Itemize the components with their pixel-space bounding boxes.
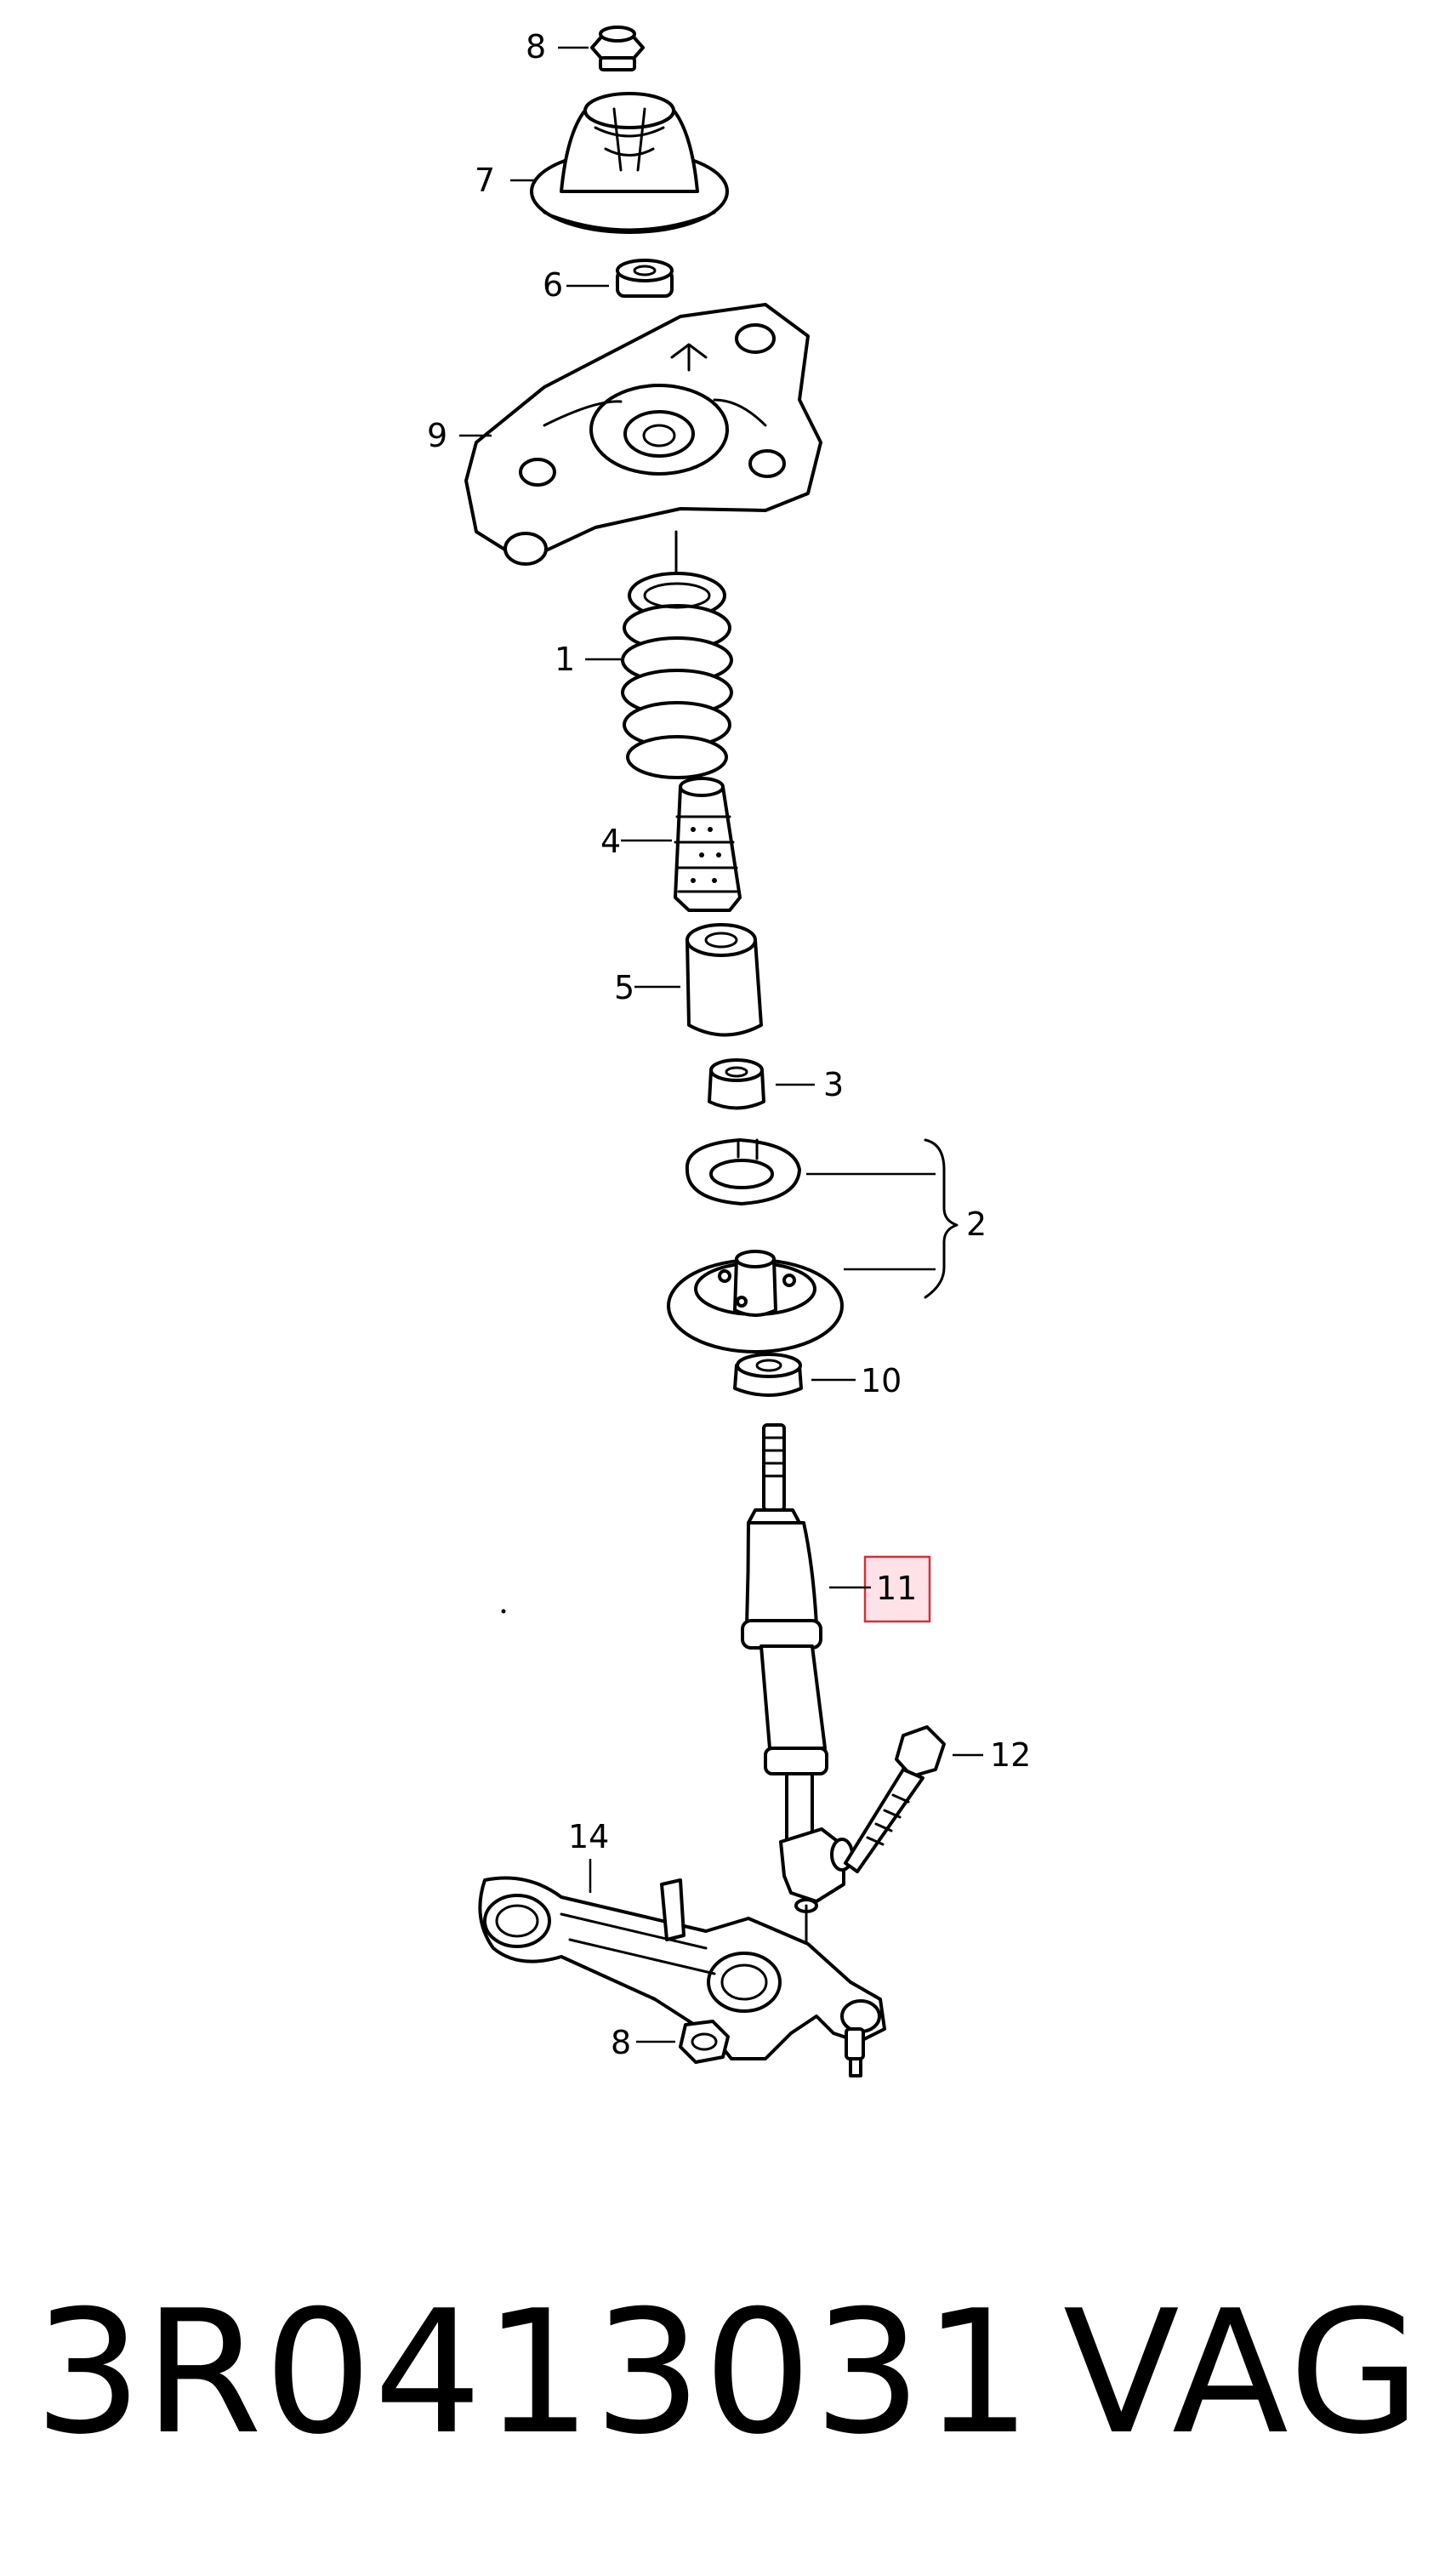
callout-1[interactable]: 1 bbox=[555, 641, 575, 678]
callout-10[interactable]: 10 bbox=[861, 1362, 902, 1399]
part-3-bush[interactable] bbox=[708, 1058, 765, 1110]
part-9-upper-bracket[interactable] bbox=[464, 303, 822, 566]
manufacturer-name: VAG bbox=[1063, 2274, 1425, 2472]
callout-11[interactable]: 11 bbox=[876, 1570, 917, 1607]
callout-4[interactable]: 4 bbox=[600, 823, 621, 860]
callout-7[interactable]: 7 bbox=[475, 162, 495, 199]
stray-dot bbox=[501, 1609, 506, 1614]
part-1-coil-spring[interactable] bbox=[621, 530, 733, 779]
part-10-washer[interactable] bbox=[733, 1353, 803, 1397]
callout-9[interactable]: 9 bbox=[427, 417, 447, 454]
part-8-top-nut[interactable] bbox=[590, 26, 645, 71]
part-number: 3R0413031 bbox=[34, 2274, 1033, 2472]
part-11-shock-absorber[interactable] bbox=[741, 1423, 854, 1950]
part-14-control-arm[interactable] bbox=[478, 1876, 886, 2077]
part-2-spring-plate-set[interactable] bbox=[667, 1138, 844, 1354]
callout-3[interactable]: 3 bbox=[823, 1066, 844, 1103]
callout-14[interactable]: 14 bbox=[568, 1818, 609, 1855]
callout-12[interactable]: 12 bbox=[990, 1736, 1031, 1774]
callout-8-top[interactable]: 8 bbox=[526, 28, 546, 66]
callout-11-highlight-box bbox=[863, 1555, 931, 1623]
callout-6[interactable]: 6 bbox=[543, 266, 563, 304]
footer: 3R0413031 VAG bbox=[0, 2246, 1445, 2501]
part-6-washer[interactable] bbox=[616, 259, 674, 298]
part-12-bolt[interactable] bbox=[844, 1725, 946, 1873]
callout-8-bottom[interactable]: 8 bbox=[611, 2024, 631, 2061]
brace-2 bbox=[924, 1138, 959, 1299]
callout-5[interactable]: 5 bbox=[614, 969, 634, 1006]
part-8-bottom-nut[interactable] bbox=[679, 2020, 730, 2064]
part-4-bump-stop[interactable] bbox=[674, 777, 742, 912]
part-5-protective-tube[interactable] bbox=[686, 923, 763, 1037]
callout-2[interactable]: 2 bbox=[966, 1205, 987, 1243]
part-7-top-mount[interactable] bbox=[530, 92, 729, 234]
